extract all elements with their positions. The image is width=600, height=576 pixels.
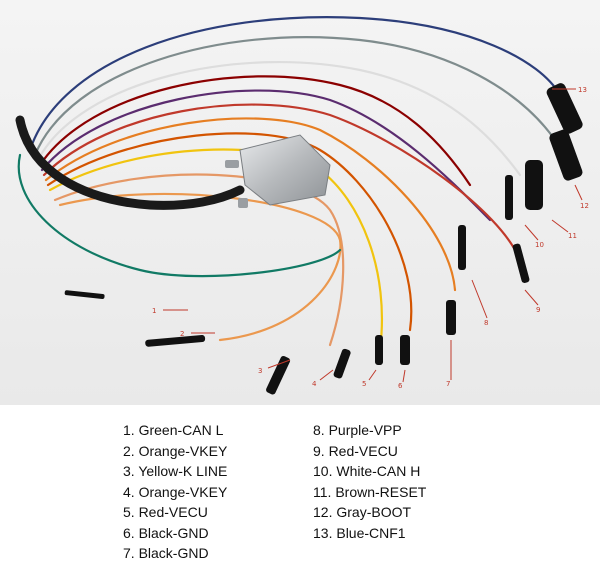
- callout-4: 4: [312, 369, 334, 388]
- legend-column-right: 8. Purple-VPP 9. Red-VECU 10. White-CAN …: [313, 420, 426, 543]
- callout-label: 3: [258, 367, 262, 375]
- clip-11: [525, 160, 543, 210]
- callout-label: 1: [152, 307, 156, 315]
- callout-label: 12: [580, 202, 589, 210]
- db-connector: [225, 134, 331, 208]
- legend-item: 1. Green-CAN L: [123, 422, 224, 438]
- legend-item: 8. Purple-VPP: [313, 422, 402, 438]
- callout-label: 9: [536, 306, 540, 314]
- wire-white: [36, 60, 522, 177]
- legend-item: 9. Red-VECU: [313, 442, 398, 459]
- terminal-6: [400, 335, 410, 365]
- callout-3: 3: [258, 359, 291, 375]
- terminal-7: [446, 300, 456, 335]
- terminal-9: [512, 243, 530, 283]
- callout-label: 13: [578, 86, 587, 94]
- wire-orange-2: [58, 192, 342, 342]
- legend-column-left: 1. Green-CAN L 2. Orange-VKEY 3. Yellow-…: [123, 420, 227, 564]
- legend-item: 13. Blue-CNF1: [313, 524, 406, 541]
- legend-item: 10. White-CAN H: [313, 463, 421, 479]
- wire-terminals: [64, 83, 583, 395]
- wire-green: [17, 153, 342, 278]
- wire-gray: [33, 36, 557, 157]
- callout-7: 7: [446, 340, 452, 388]
- terminal-2: [145, 335, 206, 347]
- callout-label: 7: [446, 380, 450, 388]
- callout-label: 6: [398, 382, 403, 390]
- terminal-8: [458, 225, 466, 270]
- callouts: 1 2 3 4 5 6 7 8: [152, 86, 589, 390]
- callout-13: 13: [552, 86, 587, 94]
- wire-blue: [28, 16, 562, 152]
- terminal-1: [64, 290, 105, 299]
- legend-item: 11. Brown-RESET: [313, 483, 427, 500]
- photo-background: [0, 0, 600, 405]
- legend-item: 12. Gray-BOOT: [313, 504, 412, 520]
- callout-label: 11: [568, 232, 577, 240]
- wire-orange-4: [53, 173, 345, 347]
- terminal-3: [266, 355, 291, 395]
- callout-5: 5: [362, 369, 377, 388]
- callout-label: 5: [362, 380, 366, 388]
- cable-photo: 1 2 3 4 5 6 7 8: [0, 0, 600, 405]
- legend-item: 3. Yellow-K LINE: [123, 463, 228, 479]
- wire-bundle: [17, 16, 562, 352]
- callout-11: 11: [551, 219, 577, 240]
- legend-item: 6. Black-GND: [123, 524, 209, 541]
- legend-item: 7. Black-GND: [123, 545, 209, 561]
- legend-item: 2. Orange-VKEY: [123, 442, 228, 459]
- legend-item: 4. Orange-VKEY: [123, 483, 228, 500]
- callout-label: 10: [535, 241, 544, 249]
- clip-12: [549, 129, 583, 181]
- wire-red-9: [42, 103, 522, 262]
- wire-red-5: [46, 132, 413, 332]
- callout-label: 4: [312, 380, 317, 388]
- callout-12: 12: [574, 184, 589, 210]
- legend-item: 5. Red-VECU: [123, 504, 208, 520]
- wire-orange: [44, 117, 457, 292]
- callout-8: 8: [471, 279, 488, 327]
- wire-purple: [40, 89, 492, 222]
- callout-label: 2: [180, 330, 184, 338]
- terminal-5: [375, 335, 383, 365]
- terminal-4: [333, 348, 351, 379]
- braided-sleeve: [15, 115, 245, 210]
- callout-6: 6: [398, 369, 406, 390]
- callout-10: 10: [524, 224, 544, 249]
- wire-brown: [38, 75, 472, 187]
- terminal-10: [505, 175, 513, 220]
- callout-1: 1: [152, 307, 188, 315]
- callout-2: 2: [180, 330, 215, 338]
- clip-13: [546, 83, 583, 134]
- callout-label: 8: [484, 319, 488, 327]
- callout-9: 9: [524, 289, 540, 314]
